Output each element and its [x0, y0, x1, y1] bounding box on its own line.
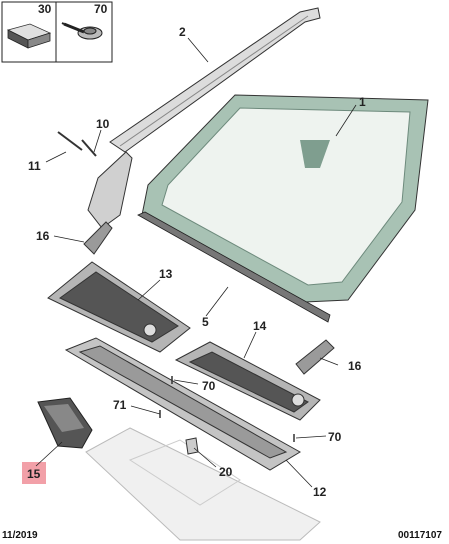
callout-leaders	[35, 37, 357, 488]
callout-15: 15	[27, 467, 41, 481]
callout-20: 20	[219, 465, 233, 479]
callout-70-upper: 70	[202, 379, 216, 393]
roof-trim-part	[109, 7, 321, 153]
foam-block-icon	[6, 23, 52, 49]
footer-reference: 00117107	[398, 530, 442, 541]
legend-code-30: 30	[38, 2, 52, 16]
callout-12: 12	[313, 485, 327, 499]
seal-strip-part	[137, 211, 331, 323]
callout-70-lower: 70	[328, 430, 342, 444]
callout-16-right: 16	[348, 359, 362, 373]
body-structure	[85, 427, 321, 541]
small-bracket-right	[295, 339, 335, 375]
legend-box	[1, 1, 113, 63]
callout-11: 11	[28, 159, 41, 173]
pillar-bracket-part	[57, 131, 133, 229]
highlighted-callout-box	[22, 462, 46, 484]
callout-10: 10	[96, 117, 110, 131]
cross-member-part	[64, 337, 301, 471]
callout-1: 1	[359, 95, 366, 109]
footer-date: 11/2019	[2, 530, 38, 541]
callout-5: 5	[202, 315, 209, 329]
callout-2: 2	[179, 25, 186, 39]
cowl-panel-right	[174, 341, 321, 421]
callout-14: 14	[253, 319, 267, 333]
small-bracket-left	[83, 221, 113, 255]
callout-13: 13	[159, 267, 173, 281]
callout-71: 71	[113, 398, 127, 412]
legend-code-70: 70	[94, 2, 108, 16]
cowl-panel-left	[47, 261, 191, 353]
cover-part	[37, 397, 93, 449]
clip-part	[185, 437, 199, 455]
windscreen-part	[141, 94, 429, 303]
callout-16-left: 16	[36, 229, 50, 243]
screw-icon	[61, 22, 103, 40]
